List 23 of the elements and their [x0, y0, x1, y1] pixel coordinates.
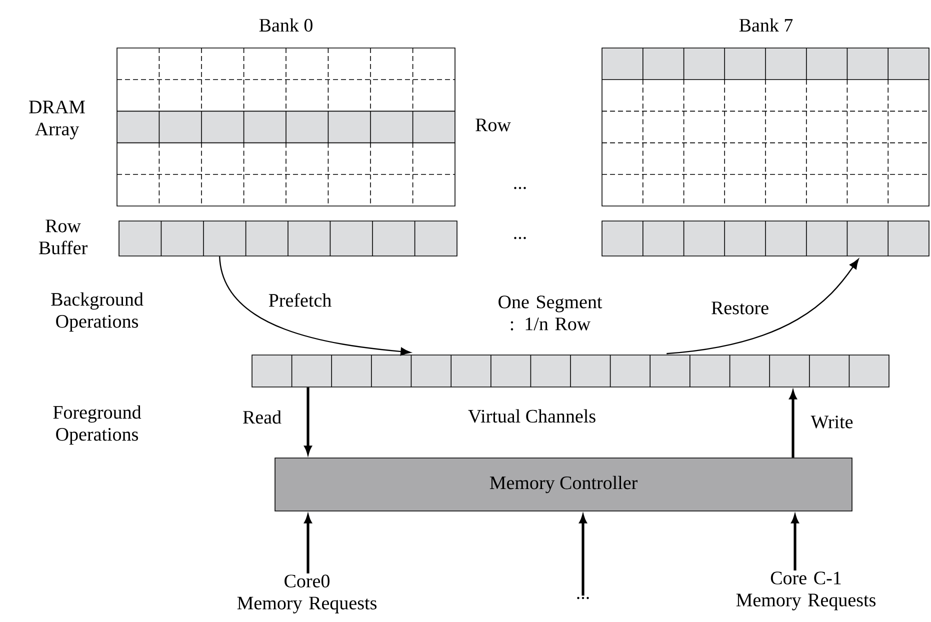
edge-label: Write	[810, 414, 854, 430]
request-text: Core C-1 Memory Requests	[736, 572, 876, 610]
row-label: Row	[476, 118, 511, 132]
edge-label: Read	[241, 409, 283, 425]
bank-heading: Bank 0	[259, 18, 312, 32]
ellipsis: ...	[514, 186, 526, 190]
bar-caption: Virtual Channels	[468, 409, 596, 423]
section-label: Foreground Operations	[53, 405, 142, 445]
ellipsis: ...	[514, 236, 526, 240]
segment-label: One Segment : 1/n Row	[498, 296, 602, 330]
bank-heading: Bank 7	[739, 18, 793, 32]
controller-box: Memory Controller	[274, 458, 852, 512]
request-text: ...	[577, 596, 589, 600]
arrow	[219, 256, 411, 356]
arrow	[666, 258, 859, 354]
request-text: Core0 Memory Requests	[237, 574, 376, 614]
section-label: Background Operations	[51, 292, 144, 332]
side-label: Row Buffer	[38, 220, 88, 254]
row-buffer	[602, 220, 930, 256]
side-label: DRAM Array	[29, 100, 85, 140]
edge-label: Prefetch	[267, 292, 333, 308]
edge-label: Restore	[710, 300, 770, 316]
row-buffer	[118, 220, 458, 256]
